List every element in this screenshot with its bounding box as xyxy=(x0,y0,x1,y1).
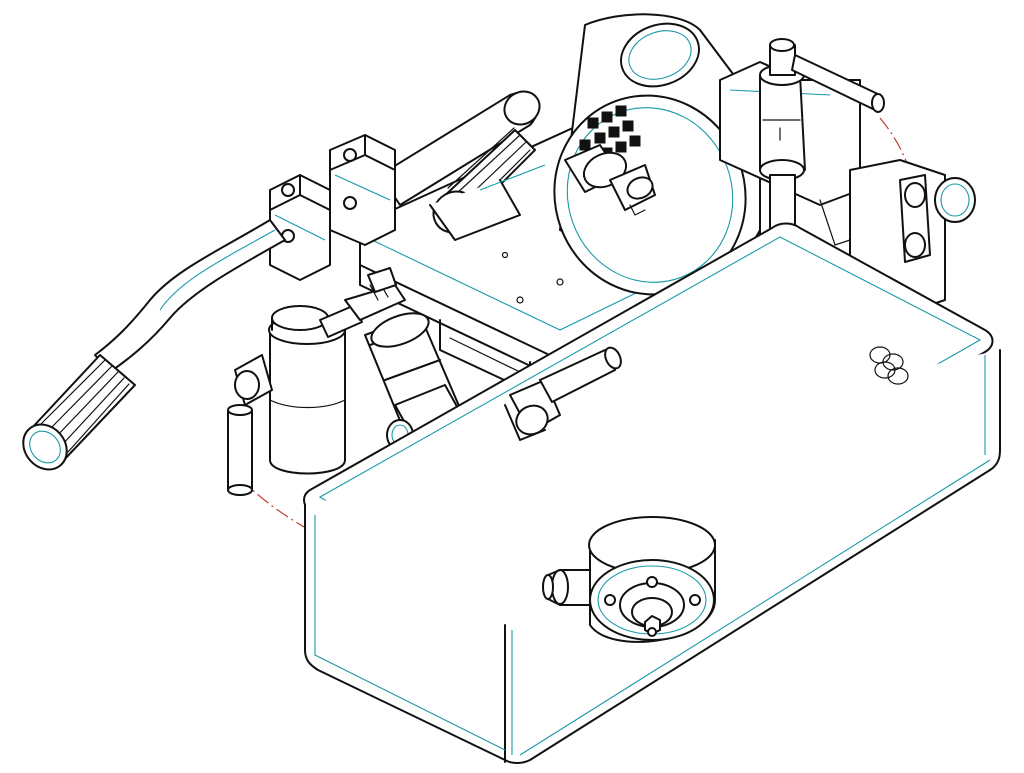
vent-grid xyxy=(579,105,641,159)
reservoir-tank xyxy=(303,222,1001,764)
tank-emblem xyxy=(869,346,909,385)
mounting-blocks xyxy=(269,134,396,281)
handle-bar xyxy=(22,219,286,471)
tank-inlet-elbow xyxy=(504,346,622,441)
motor-outlet-fitting xyxy=(564,144,656,216)
inline-filter xyxy=(227,304,363,496)
outlet-fitting xyxy=(542,516,716,643)
pump-motor xyxy=(553,13,761,296)
upper-handle xyxy=(379,90,546,241)
